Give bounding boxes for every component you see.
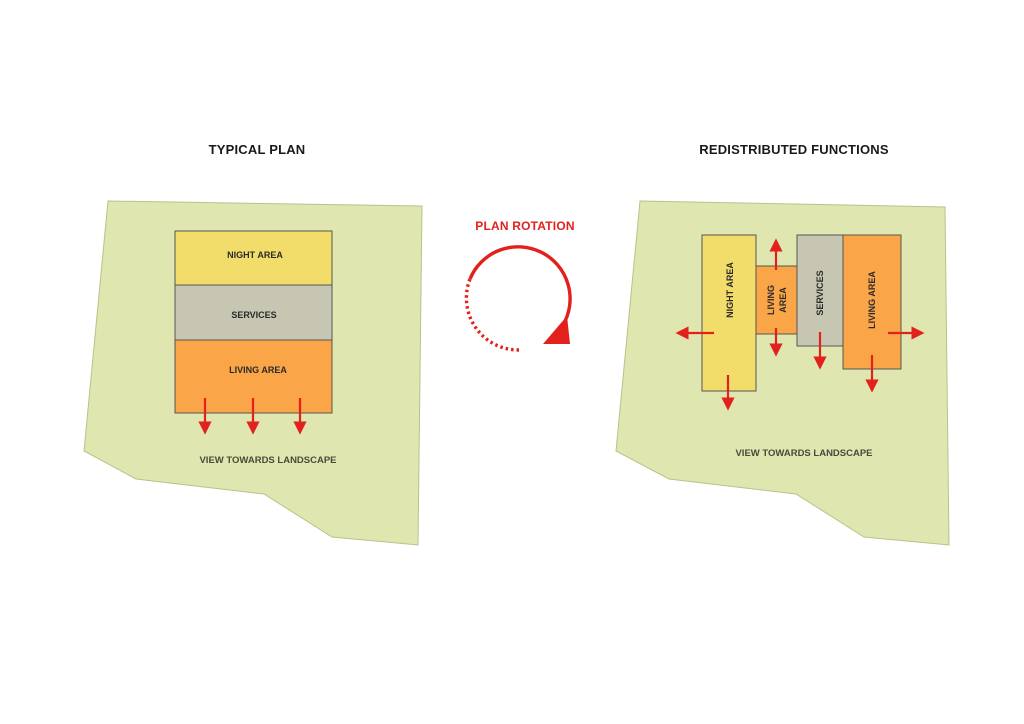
right-night-area-zone — [701, 234, 757, 392]
right-panel-title: REDISTRIBUTED FUNCTIONS — [699, 142, 889, 157]
right-living-area-large-zone — [842, 234, 902, 370]
right-panel: REDISTRIBUTED FUNCTIONS NIGHT AREA LIVIN… — [615, 142, 950, 546]
left-view-label: VIEW TOWARDS LANDSCAPE — [199, 455, 336, 466]
right-night-area-label: NIGHT AREA — [725, 262, 735, 318]
left-living-area-label: LIVING AREA — [229, 365, 287, 375]
rotation-arc-solid — [468, 245, 572, 326]
left-panel-title: TYPICAL PLAN — [209, 142, 306, 157]
right-services-label: SERVICES — [815, 270, 825, 315]
left-night-area-zone — [174, 230, 333, 286]
left-services-label: SERVICES — [231, 310, 276, 320]
right-living-area-small-zone — [755, 265, 798, 335]
left-night-area-label: NIGHT AREA — [227, 250, 283, 260]
right-services-zone — [796, 234, 844, 347]
right-living-small-label-line2: AREA — [778, 287, 788, 313]
left-panel: TYPICAL PLAN NIGHT AREA SERVICES LIVING … — [83, 142, 423, 546]
right-view-label: VIEW TOWARDS LANDSCAPE — [735, 448, 872, 459]
right-living-small-label-line1: LIVING — [766, 285, 776, 315]
rotation-arc-dotted — [464, 278, 520, 352]
plan-rotation-title: PLAN ROTATION — [475, 219, 574, 233]
plan-rotation-indicator: PLAN ROTATION — [464, 219, 575, 352]
right-living-large-label: LIVING AREA — [867, 271, 877, 329]
rotation-arrowhead-icon — [543, 316, 570, 344]
